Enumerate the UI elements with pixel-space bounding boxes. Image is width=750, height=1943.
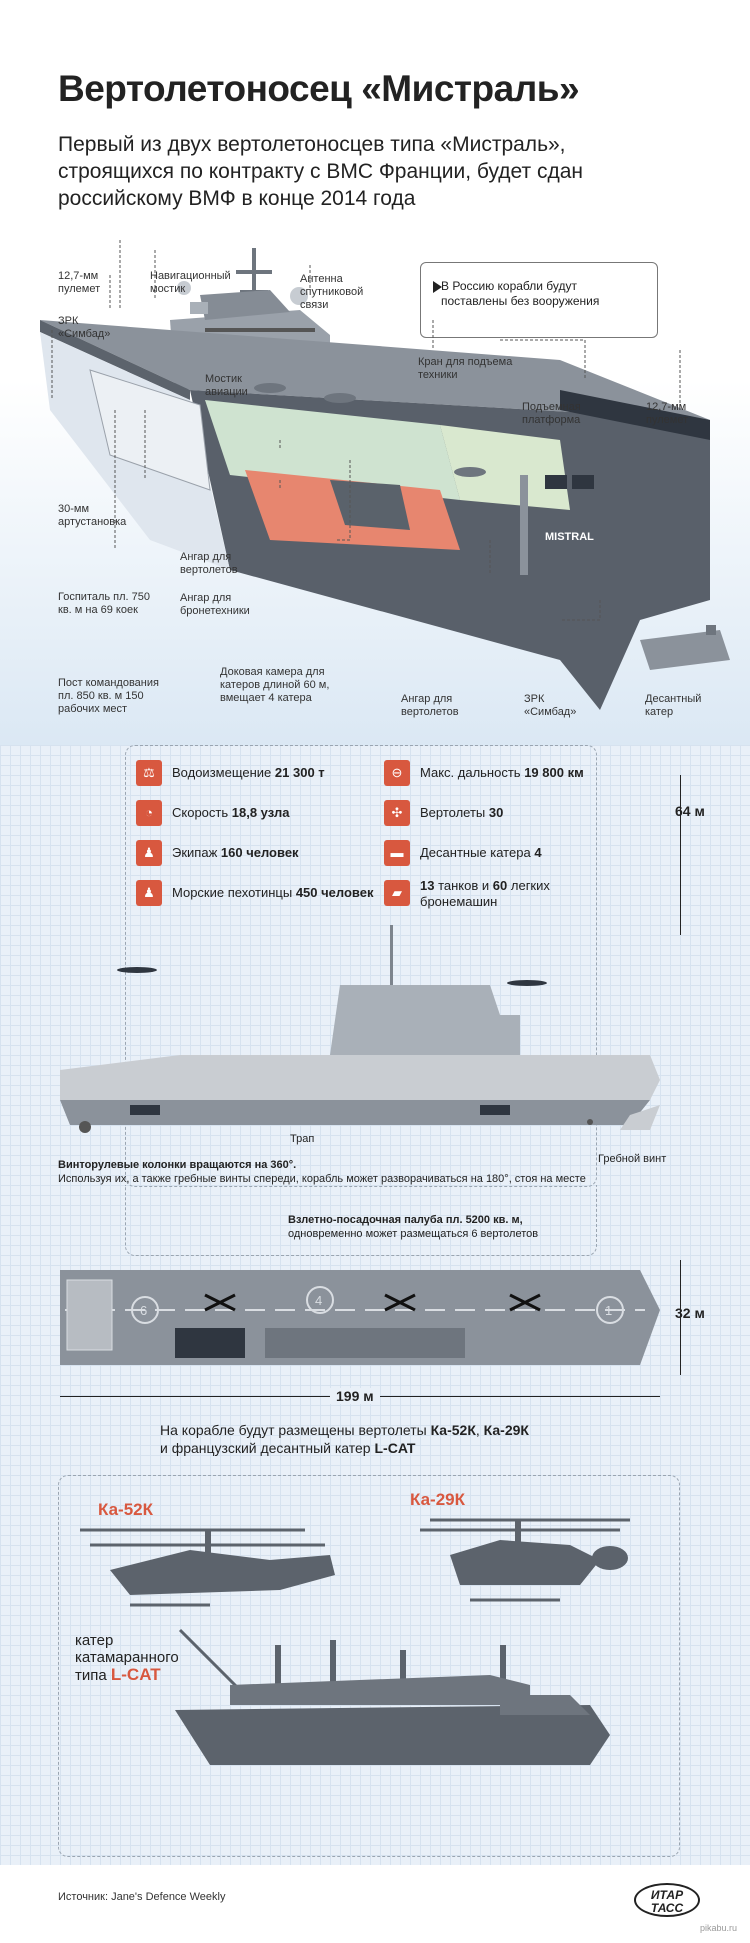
stat-value: 18,8 узла [231,805,290,820]
lcat-label: катер катамаранного типа L-CAT [75,1632,185,1684]
specs-frame [125,745,597,1187]
stat-value: 160 человек [220,845,299,860]
deck-text: одновременно может размещаться 6 вертоле… [288,1228,539,1240]
stat-value: 4 [534,845,542,860]
ka52-title: Ка-52К [98,1500,153,1519]
aircraft-frame [58,1475,680,1857]
heli-name-2: Ка-29К [483,1422,529,1438]
callout-aviation-bridge: Мостик авиации [205,373,248,398]
speedometer-icon: ◔ [136,800,162,826]
ship-height: 64 м [675,803,705,819]
deck-title: Взлетно-посадочная палуба пл. 5200 кв. м… [288,1214,523,1226]
tank-icon: ▰ [384,880,410,906]
crew-icon: ♟ [136,840,162,866]
stat-value: 30 [488,805,504,820]
weapons-note: В Россию корабли будут поставлены без во… [441,279,600,308]
watermark: pikabu.ru [700,1923,738,1933]
stat-value: 450 человек [295,885,374,900]
callout-dock: Доковая камера для катеров длиной 60 м, … [220,666,330,704]
ship-side-view [60,925,660,1133]
stat-value: 19 800 км [524,765,584,780]
ramp-label: Трап [290,1133,315,1145]
callout-30mm-gun: 30-мм артустановка [58,503,127,528]
callout-armor-hangar: Ангар для бронетехники [180,592,250,617]
footer: Источник: Jane's Defence Weekly ИТАР ТАС… [0,1865,750,1943]
ship-cutaway-illustration: MISTRAL [40,240,730,710]
boat-icon: ▬ [384,840,410,866]
marine-icon: ♟ [136,880,162,906]
callout-crane: Кран для подъема техники [418,356,513,381]
stat-value-2: 60 [492,878,508,893]
logo-top: ИТАР [650,1888,684,1902]
callout-zrk-right: ЗРК «Симбад» [524,693,577,718]
lcat-silhouette [175,1628,610,1765]
aircraft-intro: На корабле будут размещены вертолеты Ка-… [160,1422,529,1456]
stat-label: легких бронемашин [420,878,550,909]
callout-satellite-antenna: Антенна спутниковой связи [300,273,364,311]
page-title: Вертолетоносец «Мистраль» [58,68,580,109]
page-subtitle: Первый из двух вертолетоносцев типа «Мис… [58,133,583,210]
height-dimension-bar [680,775,681,935]
callout-navigation-bridge: Навигационный мостик [150,270,231,295]
stat-label: Водоизмещение [172,765,272,780]
callout-landing-craft: Десантный катер [645,693,702,718]
callout-heli-hangar-1: Ангар для вертолетов [180,551,238,576]
ship-width: 32 м [675,1305,705,1321]
intro-text-2: и французский десантный катер [160,1440,371,1456]
ka52-silhouette [80,1528,335,1607]
boat-name: L-CAT [374,1440,416,1456]
hull-name: MISTRAL [545,531,594,543]
deck-note: Взлетно-посадочная палуба пл. 5200 кв. м… [288,1213,608,1241]
ka29-title: Ка-29К [410,1490,465,1509]
lcat-name: L-CAT [110,1665,161,1684]
stat-label: Десантные катера [420,845,531,860]
callout-zrk-left: ЗРК «Симбад» [58,315,111,340]
height-dimension-line [668,745,688,915]
stat-label: Скорость [172,805,229,820]
width-dimension-bar [680,1260,681,1375]
callout-lift-platform: Подъемная платформа [522,401,581,426]
stat-label: Вертолеты [420,805,486,820]
header-section: Вертолетоносец «Мистраль» Первый из двух… [0,0,750,745]
pods-title: Винторулевые колонки вращаются на 360°. [58,1159,297,1171]
lcat-text: катер катамаранного типа [75,1632,179,1684]
source-note: Источник: Jane's Defence Weekly [58,1891,226,1903]
weight-icon: ⚖ [136,760,162,786]
ship-deck-view: 6 4 1 [60,1270,660,1365]
callout-machine-gun-left: 12,7-мм пулемет [58,270,101,295]
callout-hospital: Госпиталь пл. 750 кв. м на 69 коек [58,591,151,616]
callout-heli-hangar-2: Ангар для вертолетов [401,693,459,718]
callout-command-post: Пост командования пл. 850 кв. м 150 рабо… [58,677,159,715]
stat-label: Макс. дальность [420,765,521,780]
deck-spot-number: 4 [315,1293,322,1308]
deck-spot-number: 1 [605,1303,612,1318]
intro-text: На корабле будут размещены вертолеты [160,1422,427,1438]
stat-value: 21 300 т [274,765,325,780]
ship-length: 199 м [330,1388,380,1404]
specs-section: ⚖ Водоизмещение 21 300 т ◔ Скорость 18,8… [0,745,750,1865]
propeller-label: Гребной винт [598,1153,667,1165]
itar-tass-logo: ИТАР ТАСС [634,1883,700,1917]
stat-label: Морские пехотинцы [172,885,293,900]
pods-note: Винторулевые колонки вращаются на 360°. … [58,1158,598,1186]
helicopter-icon: ✣ [384,800,410,826]
weapons-note-box: В Россию корабли будут поставлены без во… [420,262,658,338]
ka29-silhouette [420,1518,630,1602]
stat-label-mid: танков и [438,878,490,893]
deck-frame [125,1185,597,1256]
callout-machine-gun-right: 12,7-мм пулемет [646,401,689,426]
logo-bottom: ТАСС [650,1901,684,1915]
stat-label: Экипаж [172,845,218,860]
deck-spot-number: 6 [140,1303,147,1318]
stat-value: 13 [420,878,435,893]
pods-text: Используя их, а также гребные винты спер… [58,1173,586,1185]
arrow-icon [433,281,442,293]
heli-name-1: Ка-52К [430,1422,476,1438]
range-icon: ⊖ [384,760,410,786]
